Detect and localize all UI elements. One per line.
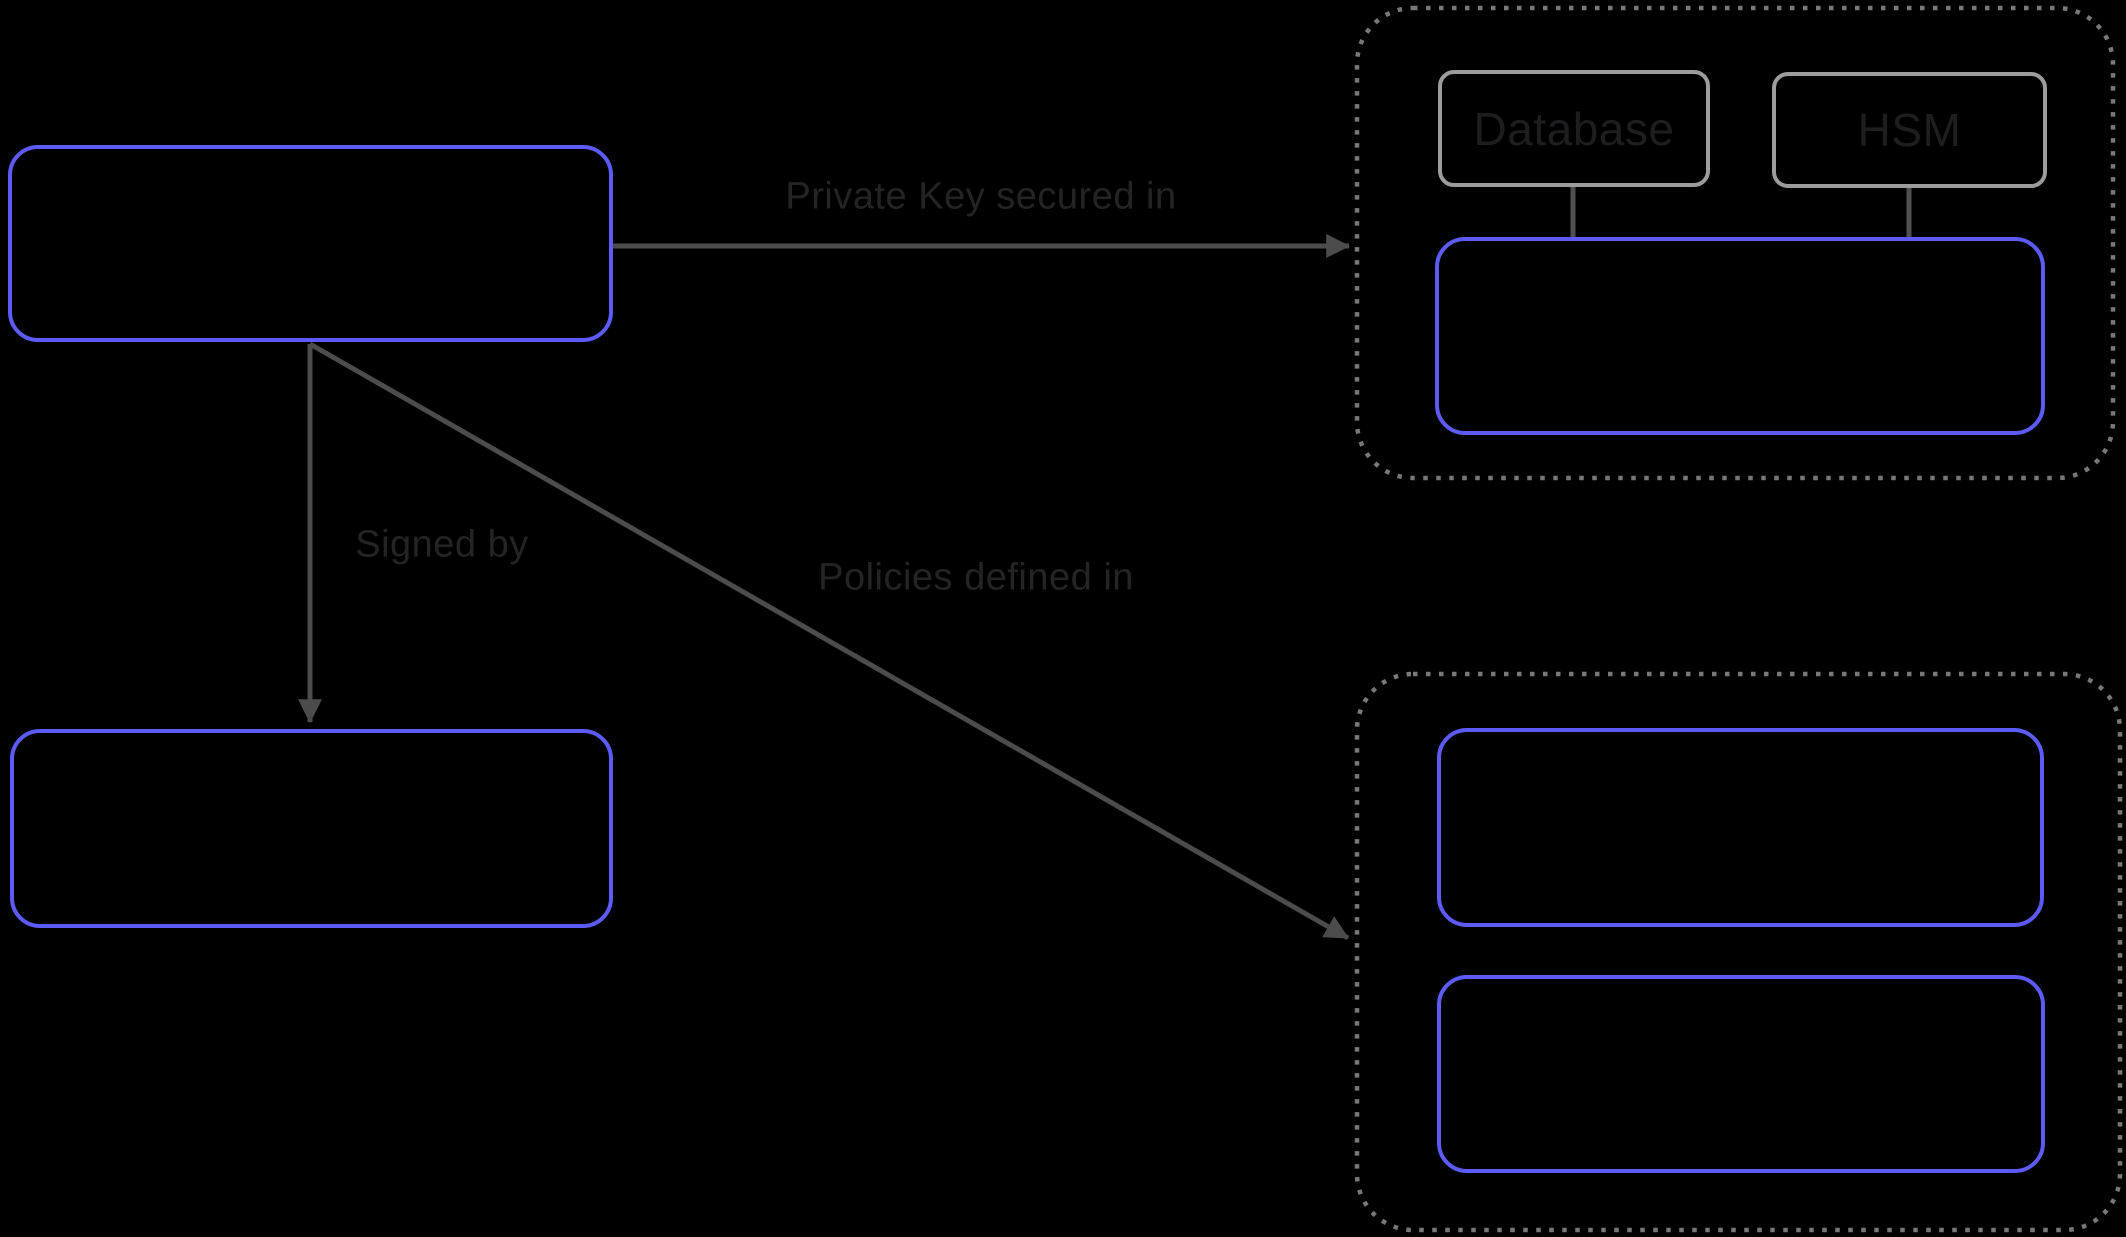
hsm-label: HSM — [1857, 104, 1962, 156]
box-top-left — [8, 145, 613, 342]
group-container-bottom-right — [1354, 671, 2123, 1233]
box-bottom-left — [10, 729, 613, 928]
box-top-right-group — [1435, 237, 2045, 435]
database-box: Database — [1438, 70, 1710, 187]
edge-label-signed-by: Signed by — [355, 523, 529, 566]
edge-label-policies-defined-in: Policies defined in — [818, 556, 1134, 599]
box-bottom-right-group-1 — [1437, 728, 2044, 927]
arrow-policies-defined-in — [308, 341, 1350, 941]
hsm-box: HSM — [1772, 72, 2047, 188]
database-label: Database — [1473, 102, 1675, 155]
box-bottom-right-group-2 — [1437, 975, 2045, 1173]
group-container-top-right — [1354, 5, 2116, 481]
edge-label-private-key-secured-in: Private Key secured in — [785, 175, 1177, 218]
